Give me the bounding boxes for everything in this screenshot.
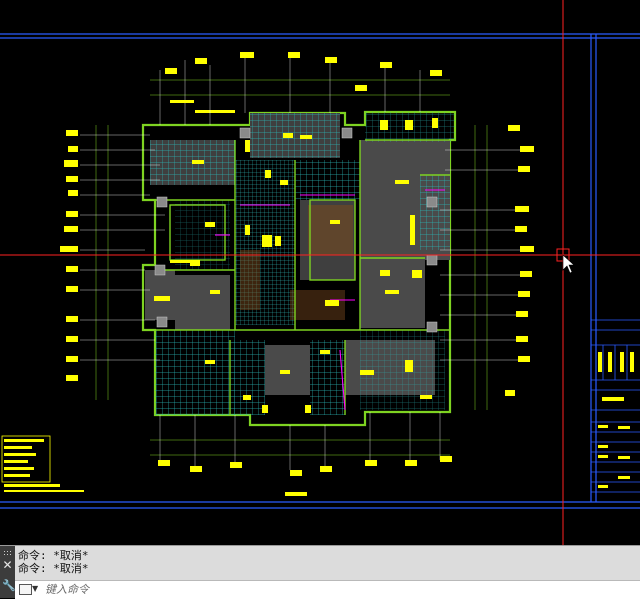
legend-block	[1, 435, 84, 492]
floor-plan	[60, 52, 534, 496]
cad-drawing[interactable]	[0, 0, 640, 545]
arrow-cursor-icon	[562, 254, 575, 274]
command-history-line: 命令: *取消*	[18, 562, 89, 575]
drawing-frame	[0, 33, 640, 509]
command-input[interactable]	[45, 582, 625, 597]
close-icon[interactable]: ✕	[2, 558, 13, 572]
grip-dots-icon[interactable]	[3, 550, 12, 556]
command-input-row: ▼	[15, 580, 640, 599]
wrench-icon[interactable]: 🔧	[2, 579, 16, 592]
command-line-panel: ✕ 🔧 命令: *取消* 命令: *取消* ▼	[0, 545, 640, 599]
command-history: 命令: *取消* 命令: *取消*	[18, 549, 618, 575]
title-block	[591, 319, 640, 493]
title-block-text-marks	[598, 352, 634, 488]
command-history-line: 命令: *取消*	[18, 549, 89, 562]
command-line-grip[interactable]: ✕ 🔧	[0, 546, 16, 598]
model-space-canvas[interactable]	[0, 0, 640, 545]
command-prompt-icon[interactable]: ▼	[19, 583, 39, 596]
